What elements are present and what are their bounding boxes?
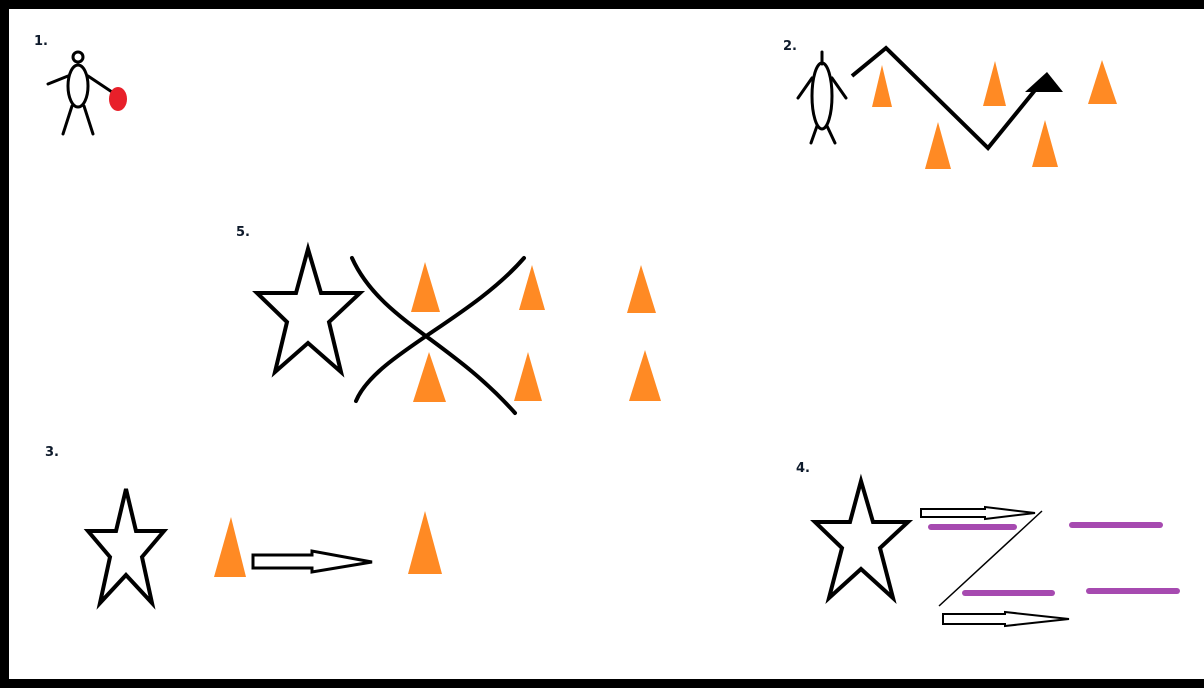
arrow-icon — [921, 507, 1035, 519]
cone-icon — [983, 61, 1006, 106]
section-2-label: 2. — [783, 39, 797, 54]
ball-icon — [109, 87, 127, 111]
cone-icon — [1032, 120, 1058, 167]
section-4-label: 4. — [796, 461, 810, 476]
stick-figure-icon — [798, 52, 846, 143]
cone-icon — [408, 511, 442, 574]
arrow-icon — [1025, 72, 1063, 92]
arrow-icon — [943, 612, 1069, 626]
cone-icon — [413, 352, 446, 402]
cone-icon — [872, 65, 892, 107]
cone-icon — [629, 350, 661, 401]
cone-icon — [519, 265, 545, 310]
sprint-drill — [88, 489, 442, 603]
cone-icon — [1088, 60, 1117, 104]
cone-icon — [214, 517, 246, 577]
cone-icon — [627, 265, 656, 313]
section-1-label: 1. — [34, 34, 48, 49]
zigzag-drill — [798, 48, 1117, 169]
hurdle-drill — [815, 481, 1177, 626]
cone-icon — [925, 122, 951, 169]
section-3-label: 3. — [45, 445, 59, 460]
crossover-drill — [257, 249, 661, 413]
cone-icon — [411, 262, 440, 312]
cone-icon — [514, 352, 542, 401]
player-with-ball — [48, 52, 127, 134]
arrow-icon — [253, 551, 372, 572]
star-icon — [88, 489, 164, 603]
stick-figure-icon — [48, 52, 112, 134]
crossing-path-2 — [356, 258, 524, 401]
star-icon — [815, 481, 908, 598]
section-5-label: 5. — [236, 225, 250, 240]
star-icon — [257, 249, 360, 372]
